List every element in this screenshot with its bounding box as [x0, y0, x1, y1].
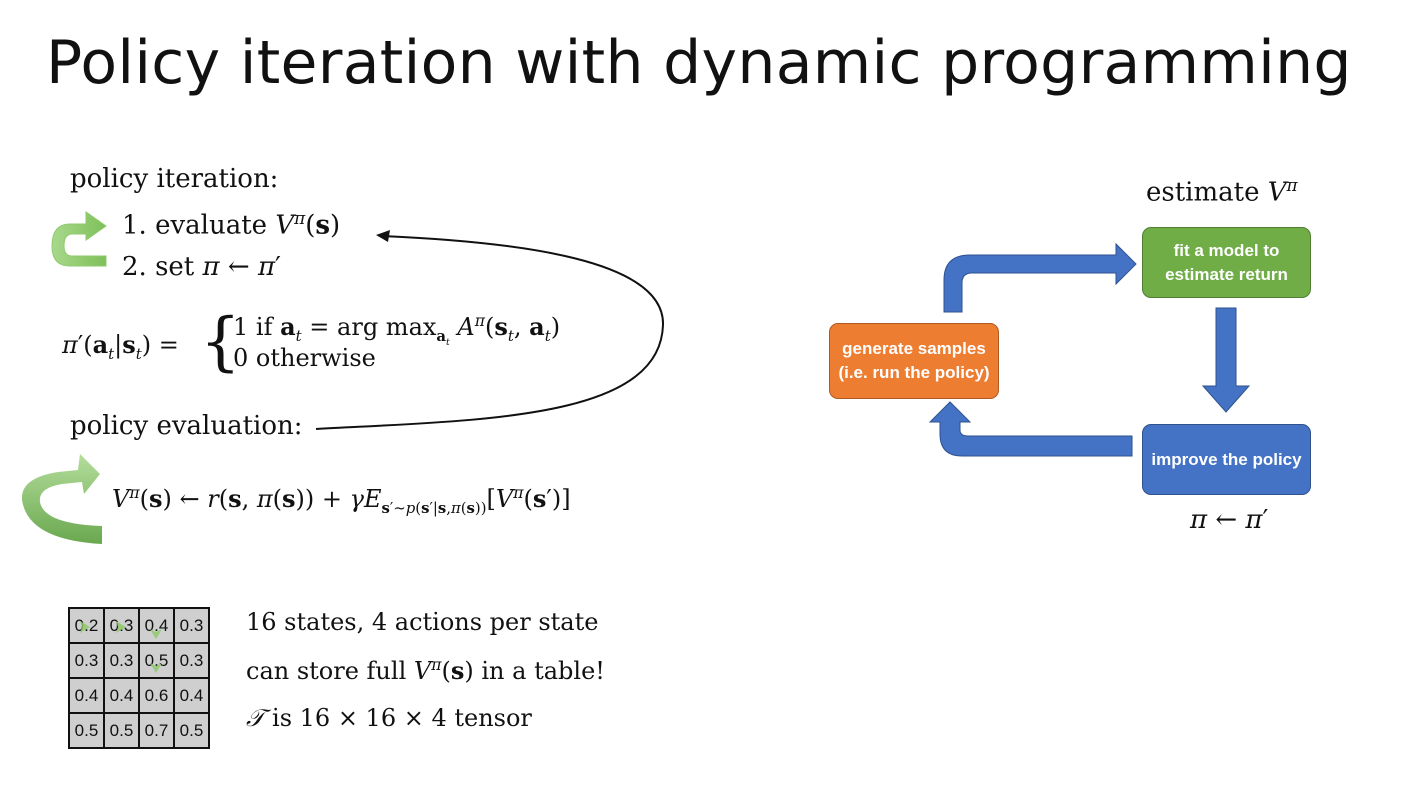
- table-cell: 0.6: [138, 677, 175, 714]
- policy-evaluation-label: policy evaluation:: [70, 411, 303, 441]
- fit-model-box: fit a model to estimate return: [1142, 227, 1311, 298]
- policy-iteration-label: policy iteration:: [70, 164, 279, 194]
- cycle-arrows-icon: [928, 242, 1251, 457]
- table-cell: 0.3: [68, 642, 105, 679]
- step-number: 1.: [122, 210, 147, 241]
- improve-policy-box: improve the policy: [1142, 424, 1311, 495]
- case-one-text: 1 if: [233, 313, 273, 341]
- step-text: set: [155, 252, 195, 282]
- table-cell: 0.3: [103, 607, 140, 644]
- policy-update-label: π ← π′: [1190, 505, 1269, 535]
- step-set-policy: 2. set π ← π′: [122, 252, 281, 282]
- policy-formula-lhs: π′(at|st) =: [62, 330, 179, 363]
- estimate-label-text: estimate: [1146, 177, 1260, 208]
- case-two: 0 otherwise: [233, 344, 376, 372]
- table-row: 0.5 0.5 0.7 0.5: [68, 712, 210, 749]
- case-one: 1 if at = arg maxat Aπ(st, at): [233, 312, 561, 348]
- table-cell: 0.4: [103, 677, 140, 714]
- bellman-update: Vπ(s) ← r(s, π(s)) + γEs′∼p(s′|s,π(s))[V…: [112, 484, 571, 517]
- step-number: 2.: [122, 252, 147, 282]
- table-cell: 0.3: [173, 607, 210, 644]
- table-info-line-3-suffix: is 16 × 16 × 4 tensor: [272, 704, 532, 732]
- step-evaluate: 1. evaluate Vπ(s): [122, 208, 341, 241]
- table-row: 0.3 0.3 0.5 0.3: [68, 642, 210, 679]
- cases-brace: {: [200, 305, 241, 379]
- step-text: evaluate: [155, 210, 268, 241]
- estimate-label: estimate Vπ: [1146, 175, 1298, 208]
- table-info-line-1: 16 states, 4 actions per state: [246, 608, 599, 636]
- table-cell: 0.4: [173, 677, 210, 714]
- table-info-line-2-suffix: in a table!: [481, 657, 605, 685]
- table-cell: 0.4: [68, 677, 105, 714]
- table-info-line-2: can store full Vπ(s) in a table!: [246, 656, 605, 685]
- table-row: 0.4 0.4 0.6 0.4: [68, 677, 210, 714]
- slide-title: Policy iteration with dynamic programmin…: [46, 28, 1352, 98]
- grid-arrows-icon: [80, 621, 162, 673]
- table-cell: 0.5: [173, 712, 210, 749]
- argmax-text: arg max: [337, 313, 437, 341]
- table-cell: 0.7: [138, 712, 175, 749]
- feedback-arrow-icon: [315, 230, 665, 430]
- table-cell: 0.5: [138, 642, 175, 679]
- table-cell: 0.5: [103, 712, 140, 749]
- value-table: 0.2 0.3 0.4 0.3 0.3 0.3 0.5 0.3 0.4 0.4 …: [68, 607, 210, 749]
- table-cell: 0.3: [173, 642, 210, 679]
- table-cell: 0.5: [68, 712, 105, 749]
- table-cell: 0.3: [103, 642, 140, 679]
- table-info-line-2-prefix: can store full: [246, 657, 407, 685]
- loop-arrow-icon: [51, 211, 107, 267]
- table-info-line-3: 𝒯 is 16 × 16 × 4 tensor: [246, 704, 532, 732]
- generate-samples-box: generate samples (i.e. run the policy): [829, 323, 999, 399]
- swirl-arrow-icon: [21, 454, 102, 544]
